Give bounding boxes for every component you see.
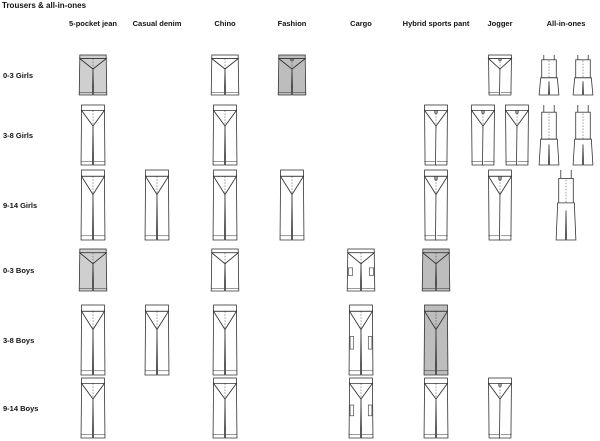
garment-sketch [277, 54, 307, 96]
garment-sketch [572, 105, 594, 166]
garment-sketch [487, 169, 513, 241]
column-header: Casual denim [132, 19, 182, 28]
garment-sketch [144, 169, 170, 241]
garment-sketch [144, 304, 170, 376]
garment-sketch [212, 169, 238, 241]
garment-sketch [555, 170, 577, 241]
garment-sketch [348, 304, 374, 376]
garment-sketch [212, 304, 238, 376]
row-header: 0-3 Boys [3, 266, 35, 275]
row-header: 0-3 Girls [3, 71, 34, 80]
garment-sketch [210, 54, 240, 96]
column-header: 5-pocket jean [69, 19, 117, 28]
garment-sketch [470, 104, 496, 166]
garment-sketch [346, 248, 376, 292]
row-header: 3-8 Girls [3, 131, 34, 140]
garment-sketch [487, 54, 513, 96]
column-header: Chino [214, 19, 236, 28]
row-header: 3-8 Boys [3, 336, 35, 345]
garment-sketch [348, 377, 374, 439]
column-header: Cargo [350, 19, 372, 28]
column-header: Jogger [487, 19, 513, 28]
garment-sketch [80, 104, 106, 166]
garment-sketch [572, 55, 594, 96]
row-header: 9-14 Girls [3, 201, 38, 210]
page-title: Trousers & all-in-ones [2, 1, 87, 10]
garment-sketch [210, 248, 240, 292]
garment-sketch [423, 377, 449, 439]
garment-sketch [78, 248, 108, 292]
garment-sketch [504, 104, 530, 166]
garment-sketch [538, 55, 560, 96]
garment-sketch [421, 248, 451, 292]
column-header: All-in-ones [546, 19, 586, 28]
garment-sketch [80, 377, 106, 439]
garment-sketch [279, 169, 305, 241]
garment-sketch [487, 377, 513, 439]
row-header: 9-14 Boys [3, 404, 39, 413]
column-header: Fashion [277, 19, 307, 28]
garment-sketch [423, 104, 449, 166]
garment-sketch [538, 105, 560, 166]
garment-sketch [212, 377, 238, 439]
garment-sketch [80, 304, 106, 376]
column-header: Hybrid sports pant [402, 19, 470, 28]
garment-sketch [212, 104, 238, 166]
garment-sketch [423, 169, 449, 241]
garment-sketch [423, 304, 449, 376]
garment-sketch [80, 169, 106, 241]
garment-sketch [78, 54, 108, 96]
